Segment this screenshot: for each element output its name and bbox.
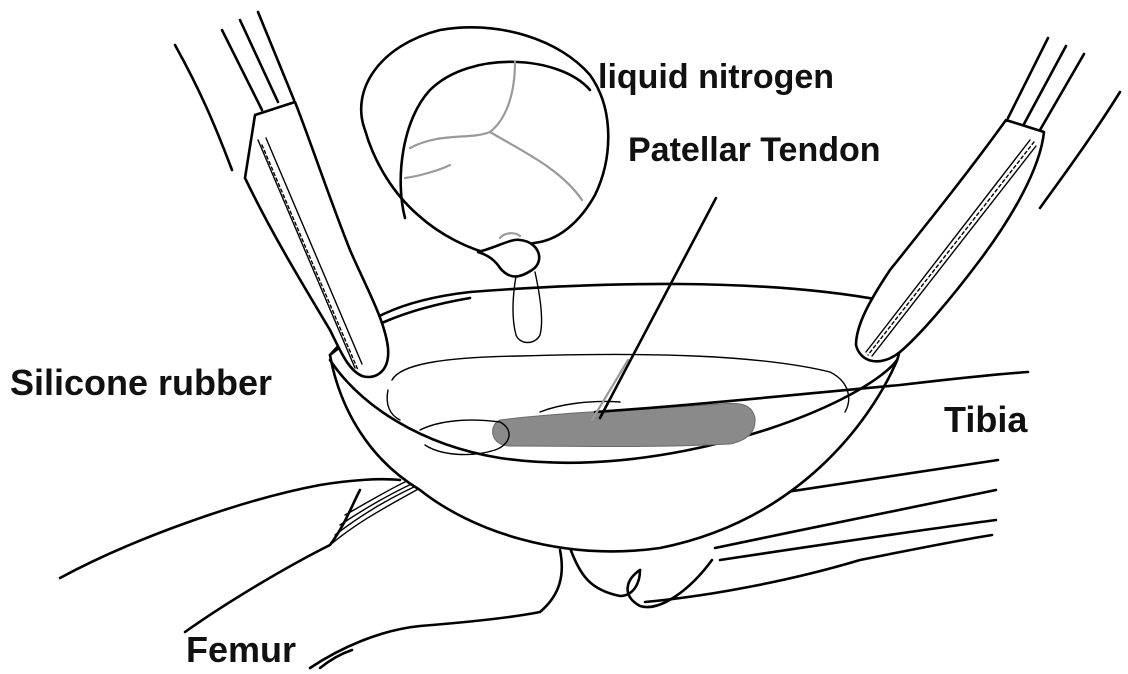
label-femur: Femur bbox=[186, 632, 296, 668]
label-patellar-tendon: Patellar Tendon bbox=[628, 133, 881, 167]
liquid-nitrogen-cup bbox=[361, 27, 608, 276]
label-tibia: Tibia bbox=[944, 402, 1027, 438]
label-silicone-rubber: Silicone rubber bbox=[10, 365, 272, 401]
right-clamp bbox=[856, 38, 1120, 361]
label-liquid-nitrogen: liquid nitrogen bbox=[598, 60, 834, 94]
left-clamp bbox=[175, 12, 388, 377]
